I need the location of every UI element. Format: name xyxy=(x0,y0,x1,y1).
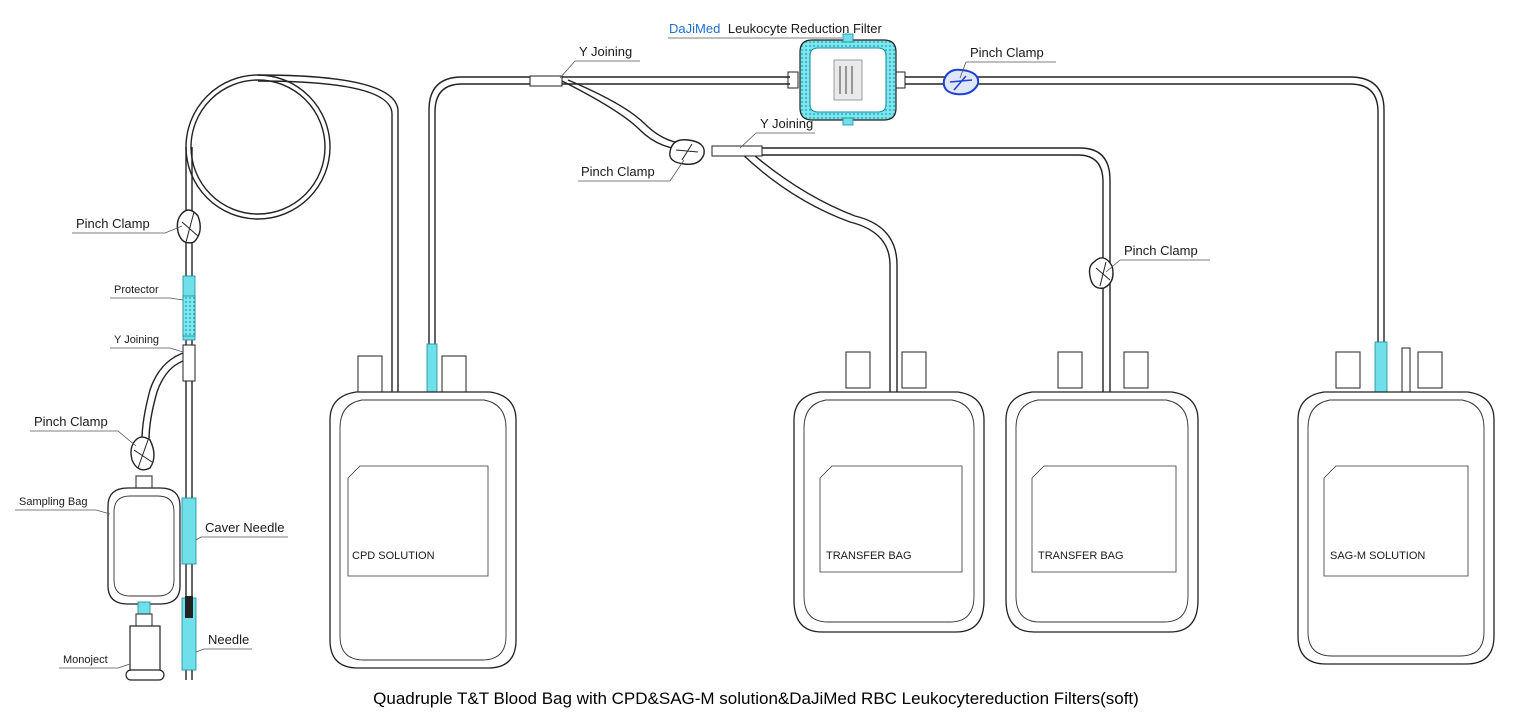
label-pinch-clamp-top-right: Pinch Clamp xyxy=(970,45,1044,60)
caver-needle xyxy=(181,497,197,565)
bag-label: SAG-M SOLUTION xyxy=(1330,550,1425,562)
pinch-clamp-lower-left-icon[interactable] xyxy=(130,436,155,471)
label-pinch-clamp-left: Pinch Clamp xyxy=(76,216,150,231)
filter-brand: DaJiMed xyxy=(669,21,720,36)
pinch-clamp-mid-icon[interactable] xyxy=(669,139,705,165)
pinch-clamp-right-icon[interactable] xyxy=(1088,257,1114,289)
pinch-clamp-left-icon[interactable] xyxy=(176,209,201,244)
tubing xyxy=(141,74,1385,680)
filter-label-plate xyxy=(833,59,863,101)
bag-label: TRANSFER BAG xyxy=(826,550,912,562)
filter-to-sagm-tube xyxy=(905,76,1385,390)
y-joining-left xyxy=(182,344,196,382)
y-joining-top xyxy=(529,75,563,87)
monoject xyxy=(125,625,165,681)
bag-transfer-2: TRANSFER BAG xyxy=(1005,351,1199,633)
sampling-branch-tube xyxy=(141,351,187,441)
bag-label: CPD SOLUTION xyxy=(352,550,435,562)
filter-title: DaJiMed Leukocyte Reduction Filter xyxy=(668,21,883,39)
sampling-bag xyxy=(107,475,181,627)
y-branch-tube xyxy=(559,79,691,151)
label-pinch-clamp-lower-left: Pinch Clamp xyxy=(34,414,108,429)
label-protector: Protector xyxy=(114,284,159,296)
label-pinch-clamp-mid: Pinch Clamp xyxy=(581,164,655,179)
figure-caption: Quadruple T&T Blood Bag with CPD&SAG-M s… xyxy=(373,689,1139,708)
label-pinch-clamp-right: Pinch Clamp xyxy=(1124,243,1198,258)
bag-sagm-solution: SAG-M SOLUTION xyxy=(1297,341,1495,665)
bag-cpd-solution: CPD SOLUTION xyxy=(329,343,517,669)
label-y-joining-top: Y Joining xyxy=(579,44,632,59)
svg-text:DaJiMed Leukocyte Reduct: DaJiMed Leukocyte Reduction Filter xyxy=(669,21,883,36)
mid-to-transfer1-tube xyxy=(739,151,891,393)
coiled-tube xyxy=(185,74,331,220)
label-caver-needle: Caver Needle xyxy=(205,520,285,535)
label-y-joining-mid: Y Joining xyxy=(760,116,813,131)
pinch-clamp-top-right-icon[interactable] xyxy=(942,68,980,96)
label-monoject: Monoject xyxy=(63,654,108,666)
leukocyte-filter xyxy=(787,33,906,126)
label-needle: Needle xyxy=(208,632,249,647)
bag-transfer-1: TRANSFER BAG xyxy=(793,351,985,633)
label-y-joining-left: Y Joining xyxy=(114,334,159,346)
bag-label: TRANSFER BAG xyxy=(1038,550,1124,562)
mid-to-transfer2-tube xyxy=(760,147,1111,393)
filter-name: Leukocyte Reduction Filter xyxy=(728,21,883,36)
y-joining-mid xyxy=(711,145,763,157)
coil-to-cpd-tube xyxy=(257,74,399,395)
cpd-to-filter-tube xyxy=(428,76,790,395)
label-sampling-bag: Sampling Bag xyxy=(19,496,88,508)
